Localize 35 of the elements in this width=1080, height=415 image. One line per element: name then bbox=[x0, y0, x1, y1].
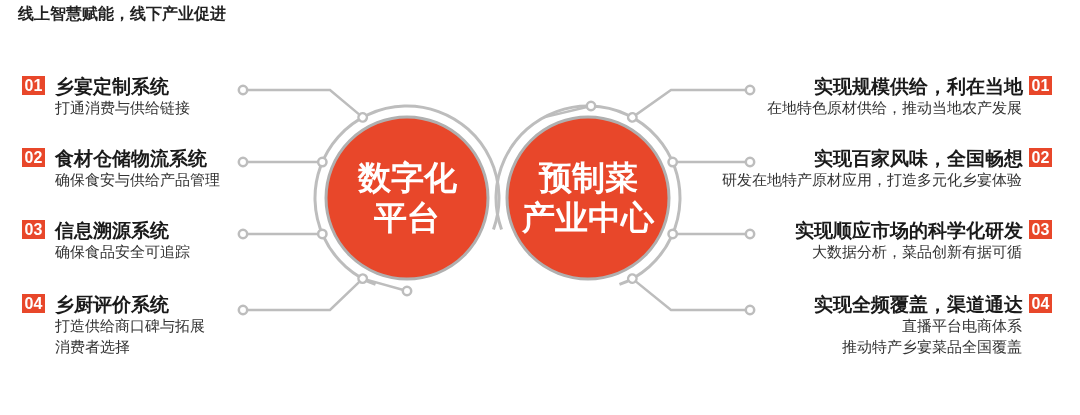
circle-label: 预制菜产业中心 bbox=[522, 158, 654, 238]
item-description: 打造供给商口碑与拓展消费者选择 bbox=[55, 316, 206, 358]
item-title: 实现顺应市场的科学化研发 bbox=[795, 218, 1023, 242]
number-badge: 04 bbox=[22, 294, 45, 313]
item-description: 确保食品安全可追踪 bbox=[55, 242, 191, 263]
connector-line bbox=[237, 156, 328, 168]
item-description: 直播平台电商体系推动特产乡宴菜品全国覆盖 bbox=[841, 316, 1022, 358]
item-title: 乡厨评价系统 bbox=[55, 292, 169, 316]
number-badge: 03 bbox=[22, 220, 45, 239]
item-description: 在地特色原材供给，推动当地农产发展 bbox=[766, 98, 1022, 119]
circle-label: 数字化平台 bbox=[357, 158, 457, 238]
item-description: 大数据分析，菜品创新有据可循 bbox=[811, 242, 1022, 263]
item-title: 乡宴定制系统 bbox=[55, 74, 169, 98]
heading: 线上智慧赋能，线下产业促进 bbox=[18, 4, 226, 25]
item-title: 实现全频覆盖，渠道通达 bbox=[814, 292, 1023, 316]
number-badge: 03 bbox=[1029, 220, 1052, 239]
number-badge: 04 bbox=[1029, 294, 1052, 313]
connector-line bbox=[237, 273, 369, 316]
connector-line bbox=[667, 156, 756, 168]
number-badge: 01 bbox=[22, 76, 45, 95]
connector-line bbox=[626, 84, 756, 123]
number-badge: 02 bbox=[22, 148, 45, 167]
number-badge: 01 bbox=[1029, 76, 1052, 95]
connector-line bbox=[667, 228, 756, 240]
item-description: 确保食安与供给产品管理 bbox=[55, 170, 221, 191]
item-title: 食材仓储物流系统 bbox=[55, 146, 207, 170]
item-title: 实现百家风味，全国畅想 bbox=[814, 146, 1023, 170]
connector-line bbox=[626, 273, 756, 316]
number-badge: 02 bbox=[1029, 148, 1052, 167]
item-description: 研发在地特产原材应用，打造多元化乡宴体验 bbox=[721, 170, 1022, 191]
item-title: 实现规模供给，利在当地 bbox=[814, 74, 1023, 98]
connector-line bbox=[237, 84, 369, 123]
item-title: 信息溯源系统 bbox=[55, 218, 169, 242]
item-description: 打通消费与供给链接 bbox=[55, 98, 191, 119]
connector-line bbox=[237, 228, 328, 240]
